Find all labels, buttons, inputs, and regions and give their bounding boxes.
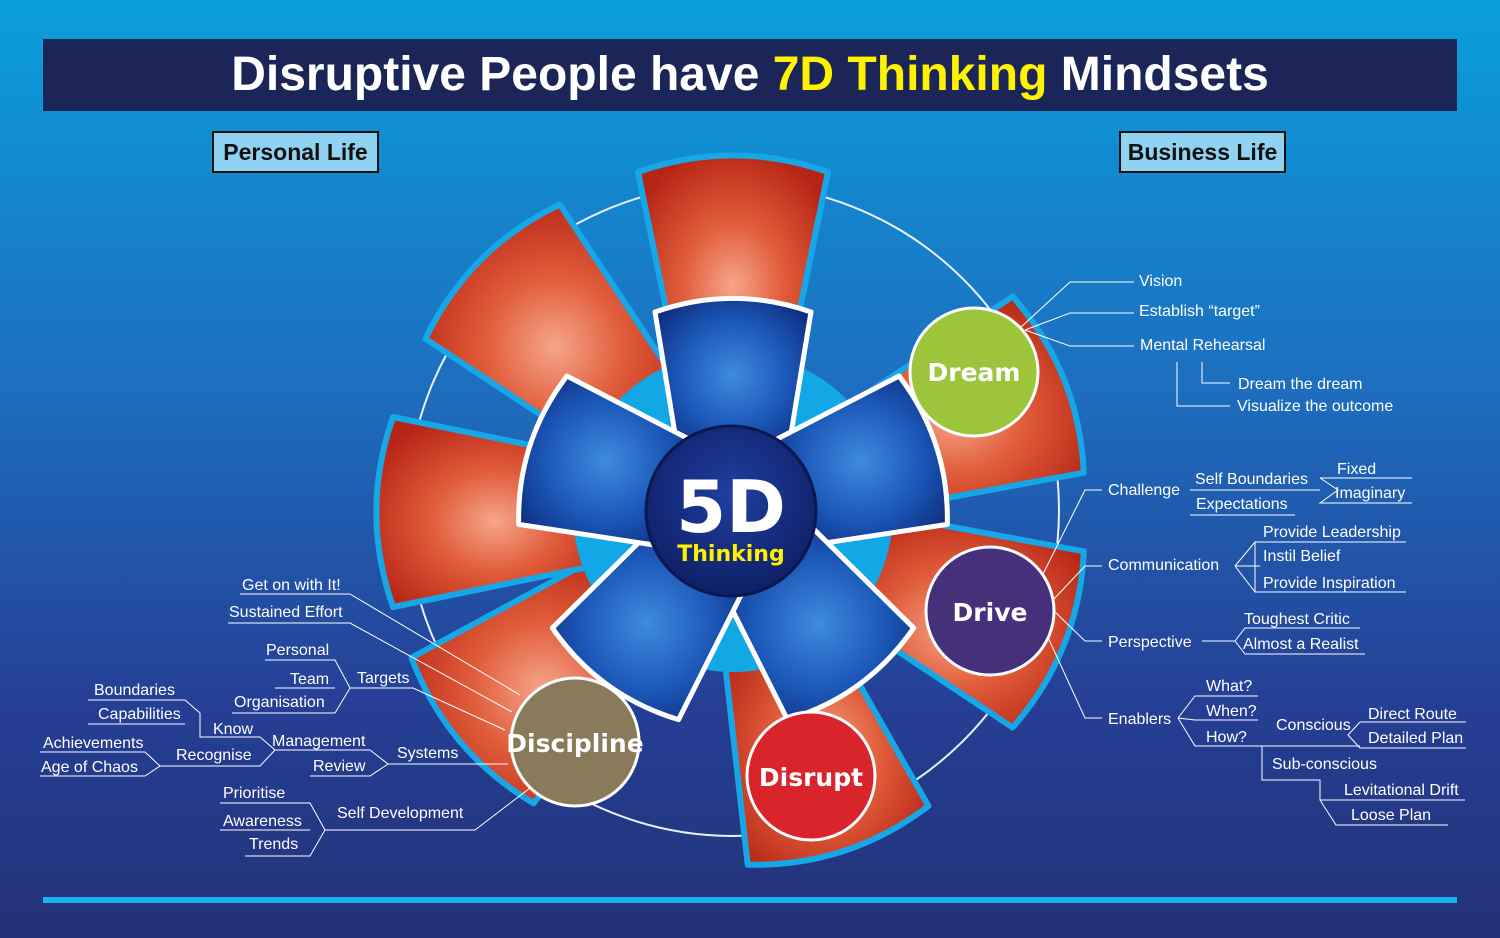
drive-how: How? [1206, 729, 1247, 746]
discipline-awareness: Awareness [223, 813, 302, 830]
dream-label: Dream [928, 358, 1021, 387]
disrupt-label: Disrupt [759, 763, 863, 792]
drive-fixed: Fixed [1337, 461, 1376, 478]
drive-self-boundaries: Self Boundaries [1195, 471, 1308, 488]
drive-label: Drive [953, 598, 1028, 627]
drive-enablers: Enablers [1108, 711, 1171, 728]
drive-subconscious: Sub-conscious [1272, 756, 1377, 773]
discipline-sustained: Sustained Effort [229, 604, 343, 621]
discipline-get-on: Get on with It! [242, 577, 341, 594]
drive-imaginary: Imaginary [1335, 485, 1405, 502]
drive-provide-inspiration: Provide Inspiration [1263, 575, 1396, 592]
drive-communication: Communication [1108, 557, 1219, 574]
drive-challenge: Challenge [1108, 482, 1180, 499]
bottom-divider [43, 897, 1457, 903]
center-thinking-label: Thinking [677, 542, 784, 567]
drive-toughest-critic: Toughest Critic [1244, 611, 1350, 628]
discipline-self-development: Self Development [337, 805, 464, 822]
discipline-recognise: Recognise [176, 747, 252, 764]
discipline-capabilities: Capabilities [98, 706, 181, 723]
dream-vision: Vision [1139, 273, 1182, 290]
discipline-management: Management [272, 733, 366, 750]
drive-conscious: Conscious [1276, 717, 1351, 734]
drive-when: When? [1206, 703, 1257, 720]
drive-instil-belief: Instil Belief [1263, 548, 1341, 565]
dream-rehearsal: Mental Rehearsal [1140, 337, 1265, 354]
discipline-team: Team [290, 671, 329, 688]
drive-levitational-drift: Levitational Drift [1344, 782, 1459, 799]
discipline-targets: Targets [357, 670, 409, 687]
discipline-prioritise: Prioritise [223, 785, 285, 802]
drive-almost-realist: Almost a Realist [1243, 636, 1359, 653]
discipline-review: Review [313, 758, 366, 775]
drive-direct-route: Direct Route [1368, 706, 1457, 723]
discipline-personal: Personal [266, 642, 329, 659]
discipline-achievements: Achievements [43, 735, 144, 752]
discipline-boundaries: Boundaries [94, 682, 175, 699]
drive-expectations: Expectations [1196, 496, 1288, 513]
center-5d-label: 5D [676, 465, 786, 549]
dream-target: Establish “target” [1139, 303, 1260, 320]
drive-provide-leadership: Provide Leadership [1263, 524, 1401, 541]
drive-detailed-plan: Detailed Plan [1368, 730, 1463, 747]
discipline-label: Discipline [506, 729, 643, 758]
discipline-organisation: Organisation [234, 694, 325, 711]
discipline-age-of-chaos: Age of Chaos [41, 759, 138, 776]
dream-visualize: Visualize the outcome [1237, 398, 1393, 415]
discipline-know: Know [213, 721, 253, 738]
dream-the-dream: Dream the dream [1238, 376, 1363, 393]
drive-perspective: Perspective [1108, 634, 1192, 651]
discipline-systems: Systems [397, 745, 458, 762]
drive-loose-plan: Loose Plan [1351, 807, 1431, 824]
drive-what: What? [1206, 678, 1252, 695]
discipline-trends: Trends [249, 836, 298, 853]
